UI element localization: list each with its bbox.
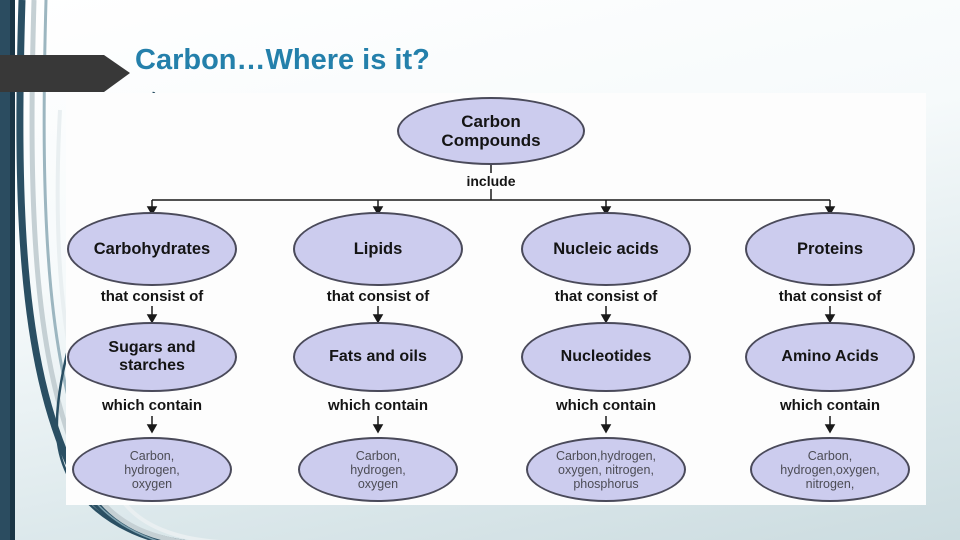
node-label: Carbon,hydrogen, oxygen, nitrogen, phosp…: [555, 448, 657, 491]
node-label: Sugars and starches: [108, 339, 196, 374]
connector-lines: [146, 165, 836, 434]
title-pointer-arrow-icon: [0, 55, 130, 92]
node-component: Sugars and starches: [67, 322, 237, 392]
left-edge-bar: [0, 0, 10, 540]
node-carbon-compounds: Carbon Compounds: [397, 97, 585, 165]
branch-nucleic-acids: Nucleic acids that consist of Nucleotide…: [521, 212, 691, 505]
node-category: Proteins: [745, 212, 915, 286]
node-label: Fats and oils: [329, 348, 427, 366]
node-label: Carbon Compounds: [441, 111, 541, 150]
consist-edge-label: that consist of: [100, 288, 204, 305]
node-label: Lipids: [353, 239, 403, 258]
branch-proteins: Proteins that consist of Amino Acids whi…: [745, 212, 915, 505]
node-category: Lipids: [293, 212, 463, 286]
left-edge-bar-inner: [10, 0, 15, 540]
node-label: Amino Acids: [781, 348, 879, 366]
node-elements: Carbon, hydrogen,oxygen, nitrogen,: [750, 437, 910, 502]
consist-edge-label: that consist of: [326, 288, 430, 305]
node-label: Carbon, hydrogen, oxygen: [350, 448, 406, 491]
slide-title: Carbon…Where is it?: [135, 44, 430, 76]
include-edge-label: include: [463, 173, 519, 189]
contain-edge-label: which contain: [779, 397, 880, 414]
node-elements: Carbon, hydrogen, oxygen: [298, 437, 458, 502]
node-component: Nucleotides: [521, 322, 691, 392]
branch-lipids: Lipids that consist of Fats and oils whi…: [293, 212, 463, 505]
node-label: Carbon, hydrogen,oxygen, nitrogen,: [780, 448, 880, 491]
branch-carbohydrates: Carbohydrates that consist of Sugars and…: [67, 212, 237, 505]
node-category: Nucleic acids: [521, 212, 691, 286]
node-label: Nucleic acids: [553, 239, 659, 258]
node-label: Nucleotides: [560, 348, 652, 366]
node-label: Carbohydrates: [93, 239, 211, 258]
contain-edge-label: which contain: [101, 397, 202, 414]
node-elements: Carbon, hydrogen, oxygen: [72, 437, 232, 502]
consist-edge-label: that consist of: [554, 288, 658, 305]
node-component: Amino Acids: [745, 322, 915, 392]
node-category: Carbohydrates: [67, 212, 237, 286]
contain-edge-label: which contain: [555, 397, 656, 414]
concept-map-panel: Carbon Compounds include Carbohydrates t…: [66, 93, 926, 505]
consist-edge-label: that consist of: [778, 288, 882, 305]
node-component: Fats and oils: [293, 322, 463, 392]
contain-edge-label: which contain: [327, 397, 428, 414]
node-elements: Carbon,hydrogen, oxygen, nitrogen, phosp…: [526, 437, 686, 502]
node-label: Proteins: [796, 239, 864, 258]
node-label: Carbon, hydrogen, oxygen: [124, 448, 180, 491]
